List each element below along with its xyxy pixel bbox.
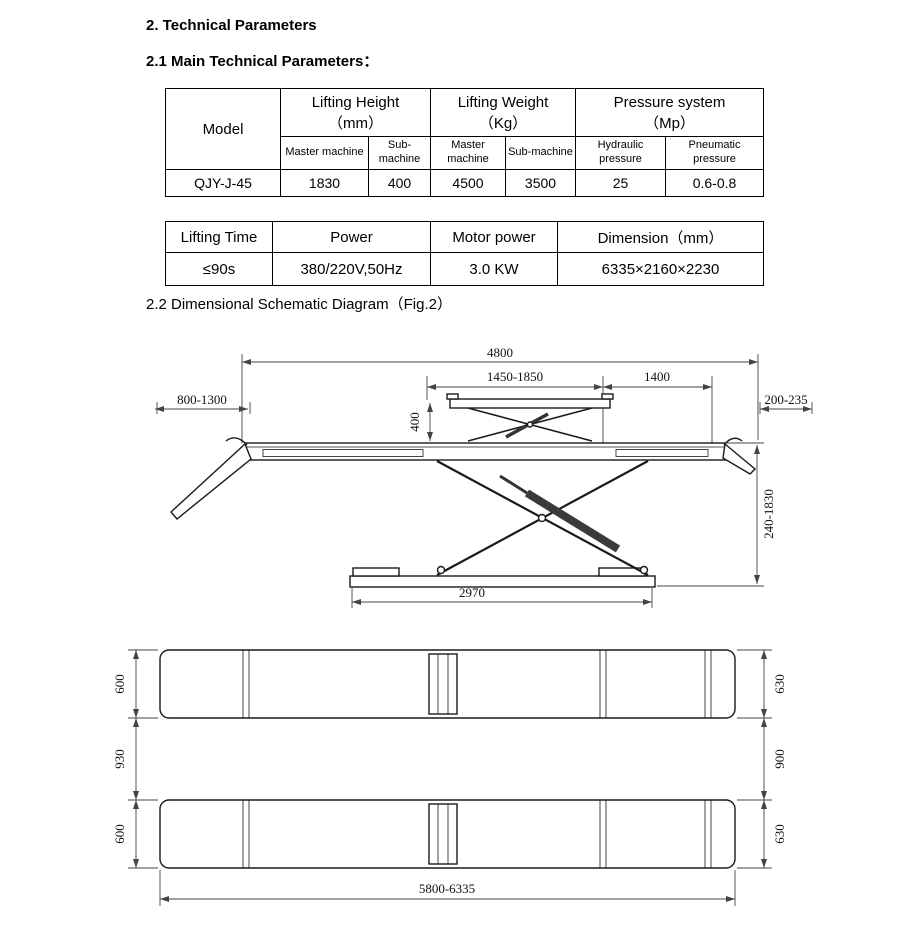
value-cell: 25 bbox=[575, 169, 667, 197]
ramp-right bbox=[722, 442, 757, 475]
lifting-height-header-cell: Lifting Height （mm） bbox=[280, 88, 431, 137]
sub-lift-section-lines bbox=[437, 654, 449, 714]
header-cell: Power bbox=[272, 221, 431, 253]
runway-bottom bbox=[159, 799, 736, 869]
dim-right-top-label: 630 bbox=[772, 674, 787, 694]
dim-overall-length-label: 4800 bbox=[487, 345, 513, 360]
group-unit: （Kg） bbox=[478, 114, 528, 132]
subheader-cell: Hydraulic pressure bbox=[575, 136, 667, 170]
sub-lift-plate bbox=[449, 398, 611, 409]
value-cell: 4500 bbox=[430, 169, 506, 197]
ramp-left bbox=[170, 442, 252, 520]
sub-center-pivot bbox=[526, 421, 534, 428]
extension-lines bbox=[156, 354, 813, 608]
platform-track-left bbox=[262, 449, 424, 457]
platform-track-right bbox=[615, 449, 709, 457]
main-platform bbox=[244, 442, 726, 461]
dim-right-edge-label: 200-235 bbox=[764, 392, 807, 407]
runway-outline bbox=[159, 799, 736, 869]
sub-lift-pad-left bbox=[446, 393, 459, 400]
header-cell: Lifting Time bbox=[165, 221, 273, 253]
runway-dividers bbox=[242, 800, 712, 868]
center-pivot bbox=[537, 513, 547, 523]
roller-right bbox=[639, 565, 649, 575]
dim-platform-range-label: 1450-1850 bbox=[487, 369, 543, 384]
dimensional-schematic-diagram: 4800 1450-1850 1400 800-1300 200-235 400… bbox=[112, 345, 813, 906]
side-view-drawing: 4800 1450-1850 1400 800-1300 200-235 400… bbox=[155, 345, 813, 608]
value-cell: 1830 bbox=[280, 169, 369, 197]
dim-base-length-label: 2970 bbox=[459, 585, 485, 600]
header-cell: Dimension（mm） bbox=[557, 221, 764, 253]
sub-lift-section bbox=[428, 803, 458, 865]
group-unit: （mm） bbox=[328, 114, 383, 132]
group-label: Lifting Height bbox=[311, 93, 400, 111]
hydraulic-cylinder bbox=[524, 489, 621, 553]
dim-sub-lift-height-label: 400 bbox=[407, 412, 422, 432]
base-block-left bbox=[352, 567, 400, 577]
group-label: Pressure system bbox=[613, 93, 726, 111]
subheader-cell: Master machine bbox=[430, 136, 506, 170]
main-parameters-table: Model Lifting Height （mm） Lifting Weight… bbox=[165, 88, 765, 197]
sub-lift-section-lines bbox=[437, 804, 449, 864]
section-heading: 2. Technical Parameters bbox=[146, 17, 317, 34]
value-cell: ≤90s bbox=[165, 252, 273, 286]
subheader-cell: Pneumatic pressure bbox=[665, 136, 765, 170]
dim-ramp-length-label: 800-1300 bbox=[177, 392, 227, 407]
value-cell: 400 bbox=[368, 169, 431, 197]
subheader-cell: Sub-machine bbox=[368, 136, 431, 170]
dim-lift-height-range-label: 240-1830 bbox=[761, 489, 776, 539]
group-label: Lifting Weight bbox=[457, 93, 549, 111]
dim-left-bottom-label: 600 bbox=[112, 824, 127, 844]
subheader-cell: Master machine bbox=[280, 136, 369, 170]
ramp-left-hook bbox=[225, 437, 248, 446]
dim-overall-length-label: 5800-6335 bbox=[419, 881, 475, 896]
value-cell: 3500 bbox=[504, 169, 577, 197]
group-unit: （Mp） bbox=[644, 114, 695, 132]
dim-left-top-label: 600 bbox=[112, 674, 127, 694]
header-cell: Motor power bbox=[430, 221, 558, 253]
hydraulic-rod bbox=[499, 474, 528, 495]
value-cell: 380/220V,50Hz bbox=[272, 252, 431, 286]
extension-lines bbox=[128, 649, 772, 906]
model-value-cell: QJY-J-45 bbox=[165, 169, 281, 197]
top-view-drawing: 600 930 600 630 900 630 5800-6335 bbox=[112, 649, 787, 906]
roller-left bbox=[436, 565, 446, 575]
value-cell: 6335×2160×2230 bbox=[557, 252, 764, 286]
secondary-parameters-table: Lifting Time Power Motor power Dimension… bbox=[165, 221, 764, 286]
runway-dividers bbox=[242, 650, 712, 718]
subheader-cell: Sub-machine bbox=[504, 136, 577, 170]
scissor-lift-structure bbox=[170, 393, 757, 588]
dim-right-bottom-label: 630 bbox=[772, 824, 787, 844]
value-cell: 3.0 KW bbox=[430, 252, 558, 286]
runway-top bbox=[159, 649, 736, 719]
ramp-right-hook bbox=[723, 437, 743, 446]
subsection-heading-main-params: 2.1 Main Technical Parameters： bbox=[146, 53, 379, 70]
base-frame bbox=[349, 575, 656, 588]
pressure-system-header-cell: Pressure system （Mp） bbox=[575, 88, 765, 137]
dim-right-offset-label: 1400 bbox=[644, 369, 670, 384]
value-cell: 0.6-0.8 bbox=[665, 169, 765, 197]
runway-outline bbox=[159, 649, 736, 719]
model-header-cell: Model bbox=[165, 88, 281, 170]
subsection-heading-diagram: 2.2 Dimensional Schematic Diagram（Fig.2） bbox=[146, 296, 452, 313]
dim-right-middle-label: 900 bbox=[772, 749, 787, 769]
dim-left-middle-label: 930 bbox=[112, 749, 127, 769]
sub-lift-section bbox=[428, 653, 458, 715]
lifting-weight-header-cell: Lifting Weight （Kg） bbox=[429, 88, 577, 137]
sub-lift-pad-right bbox=[601, 393, 614, 400]
